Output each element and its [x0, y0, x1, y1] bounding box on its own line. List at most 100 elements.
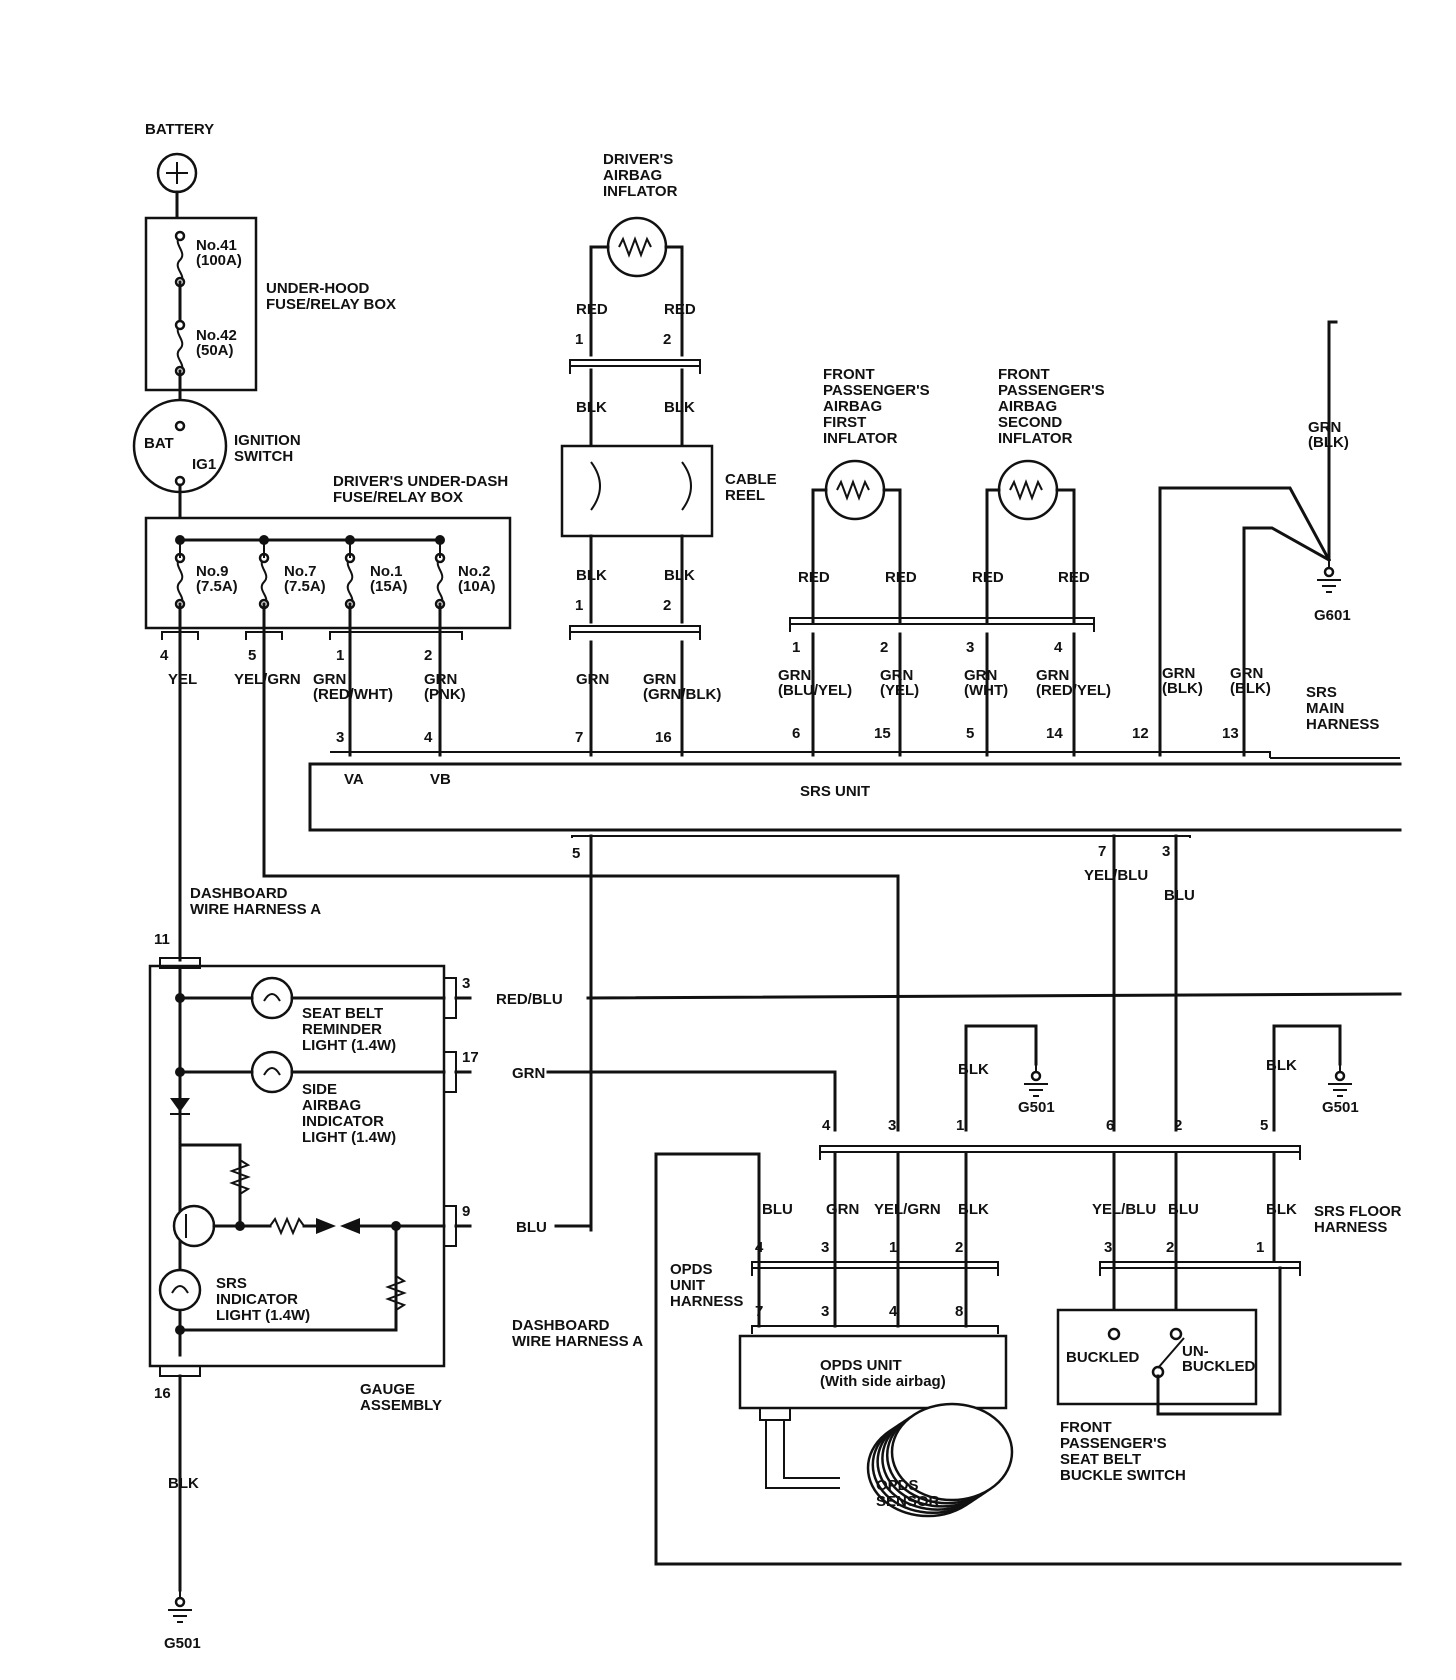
wire-redblu: RED/BLU — [496, 991, 563, 1008]
fuse-42-label: No.42(50A) — [196, 327, 237, 359]
wire-red-fp-3: RED — [1058, 569, 1090, 586]
pin-3: 3 — [1104, 1239, 1112, 1256]
underdash-fuse-2 — [346, 557, 354, 605]
opds-connector-lower — [751, 1325, 999, 1334]
wire-grn-7: GRN — [576, 671, 609, 688]
wire-yelblu-bs: YEL/BLU — [1092, 1201, 1156, 1218]
pin-4: 4 — [889, 1303, 898, 1320]
fp1-red-right — [882, 488, 902, 624]
pin-1: 1 — [575, 331, 583, 348]
pin-3: 3 — [336, 729, 344, 746]
wire-blk-g501: BLK — [168, 1475, 199, 1492]
buckled-contact — [1107, 1327, 1121, 1341]
buckled-label: BUCKLED — [1066, 1349, 1139, 1366]
pin-2: 2 — [663, 331, 671, 348]
fuse-9-label: No.9(7.5A) — [196, 563, 238, 595]
srs-top-connector — [330, 751, 1271, 758]
pin-4: 4 — [160, 647, 169, 664]
series-resistor — [269, 1216, 305, 1236]
drv-connector-lower — [569, 625, 701, 634]
pin-6: 6 — [792, 725, 800, 742]
fp-second-inflator-element — [1009, 479, 1043, 501]
srs-indicator-light-filament — [171, 1285, 189, 1294]
wire-yelblu-7: YEL/BLU — [1084, 867, 1148, 884]
pin-5: 5 — [966, 725, 974, 742]
drv-connector-upper — [569, 359, 701, 368]
drivers-inflator-element — [618, 236, 652, 258]
pin-2: 2 — [424, 647, 432, 664]
wire-grn-opds: GRN — [826, 1201, 859, 1218]
blu-9-route — [554, 1224, 593, 1232]
g601-ground-terminal — [1323, 566, 1335, 578]
wire-grn-17: GRN — [512, 1065, 545, 1082]
g501-label-main: G501 — [164, 1635, 201, 1652]
pin-17-tab — [443, 1051, 457, 1093]
pin-1: 1 — [889, 1239, 897, 1256]
cable-reel — [560, 444, 714, 538]
srs-unit-label: SRS UNIT — [800, 783, 870, 800]
pin-4: 4 — [1054, 639, 1063, 656]
pin-4: 4 — [822, 1117, 831, 1134]
pin-5: 5 — [248, 647, 256, 664]
seat-belt-reminder-light — [250, 976, 294, 1020]
seat-belt-reminder-light-filament — [263, 993, 281, 1002]
battery-label: BATTERY — [145, 121, 214, 138]
drv-connector-lower-2 — [569, 631, 701, 640]
wire-blk-left: BLK — [576, 399, 607, 416]
pin-7: 7 — [1098, 843, 1106, 860]
g601-left-1 — [1158, 486, 1332, 563]
unbuckled-label: UN-BUCKLED — [1182, 1343, 1255, 1375]
pin-11: 11 — [154, 931, 170, 948]
blk-g501-right — [1272, 1024, 1342, 1132]
bias-resistor — [229, 1159, 251, 1195]
fuse-42 — [176, 324, 184, 372]
pin-3-tab — [443, 977, 457, 1019]
opds-connector-upper — [751, 1261, 999, 1270]
wire-blu-9: BLU — [516, 1219, 547, 1236]
g501-ground-mid-terminal — [1030, 1070, 1042, 1082]
blk-g501-mid — [964, 1024, 1038, 1132]
wire-grn-grnblk: GRN(GRN/BLK) — [643, 671, 721, 703]
g601-left-2 — [1242, 526, 1332, 563]
pin-7: 7 — [575, 729, 583, 746]
wire-grn-blk-12: GRN(BLK) — [1162, 665, 1203, 697]
srs-transistor — [172, 1204, 216, 1248]
srs-vb: VB — [430, 771, 451, 788]
pin-16: 16 — [154, 1385, 171, 1402]
pin-1: 1 — [1256, 1239, 1264, 1256]
wire-grn-redyel: GRN(RED/YEL) — [1036, 667, 1111, 699]
pin-4: 4 — [755, 1239, 764, 1256]
wire-blk-opds: BLK — [958, 1201, 989, 1218]
opds-unit-label: OPDS UNIT(With side airbag) — [820, 1357, 946, 1390]
wire-yelgrn: YEL/GRN — [234, 671, 301, 688]
pin-15: 15 — [874, 725, 891, 742]
opds-sensor-cable-a — [765, 1420, 840, 1489]
srs-bottom-connector — [571, 835, 1191, 838]
underdash-fuse-3 — [436, 557, 444, 605]
redblu-wire — [586, 992, 1402, 1000]
wire-yel: YEL — [168, 671, 197, 688]
g601-feed — [1327, 320, 1338, 560]
wire-red-fp-1: RED — [885, 569, 917, 586]
opds-connector-upper-2 — [751, 1267, 999, 1276]
pin-1: 1 — [575, 597, 583, 614]
pin-13: 13 — [1222, 725, 1239, 742]
pin-9: 9 — [462, 1203, 470, 1220]
pin-9-tab — [443, 1205, 457, 1247]
wire-blk-low-right: BLK — [664, 567, 695, 584]
wire-blu-bs: BLU — [1168, 1201, 1199, 1218]
drv-red-right — [664, 245, 684, 357]
wire-grn-blk-g601: GRN(BLK) — [1308, 419, 1349, 451]
srs-floor-connector — [819, 1145, 1301, 1154]
pin-1: 1 — [792, 639, 800, 656]
fuse-42-terminal-top — [174, 319, 186, 331]
